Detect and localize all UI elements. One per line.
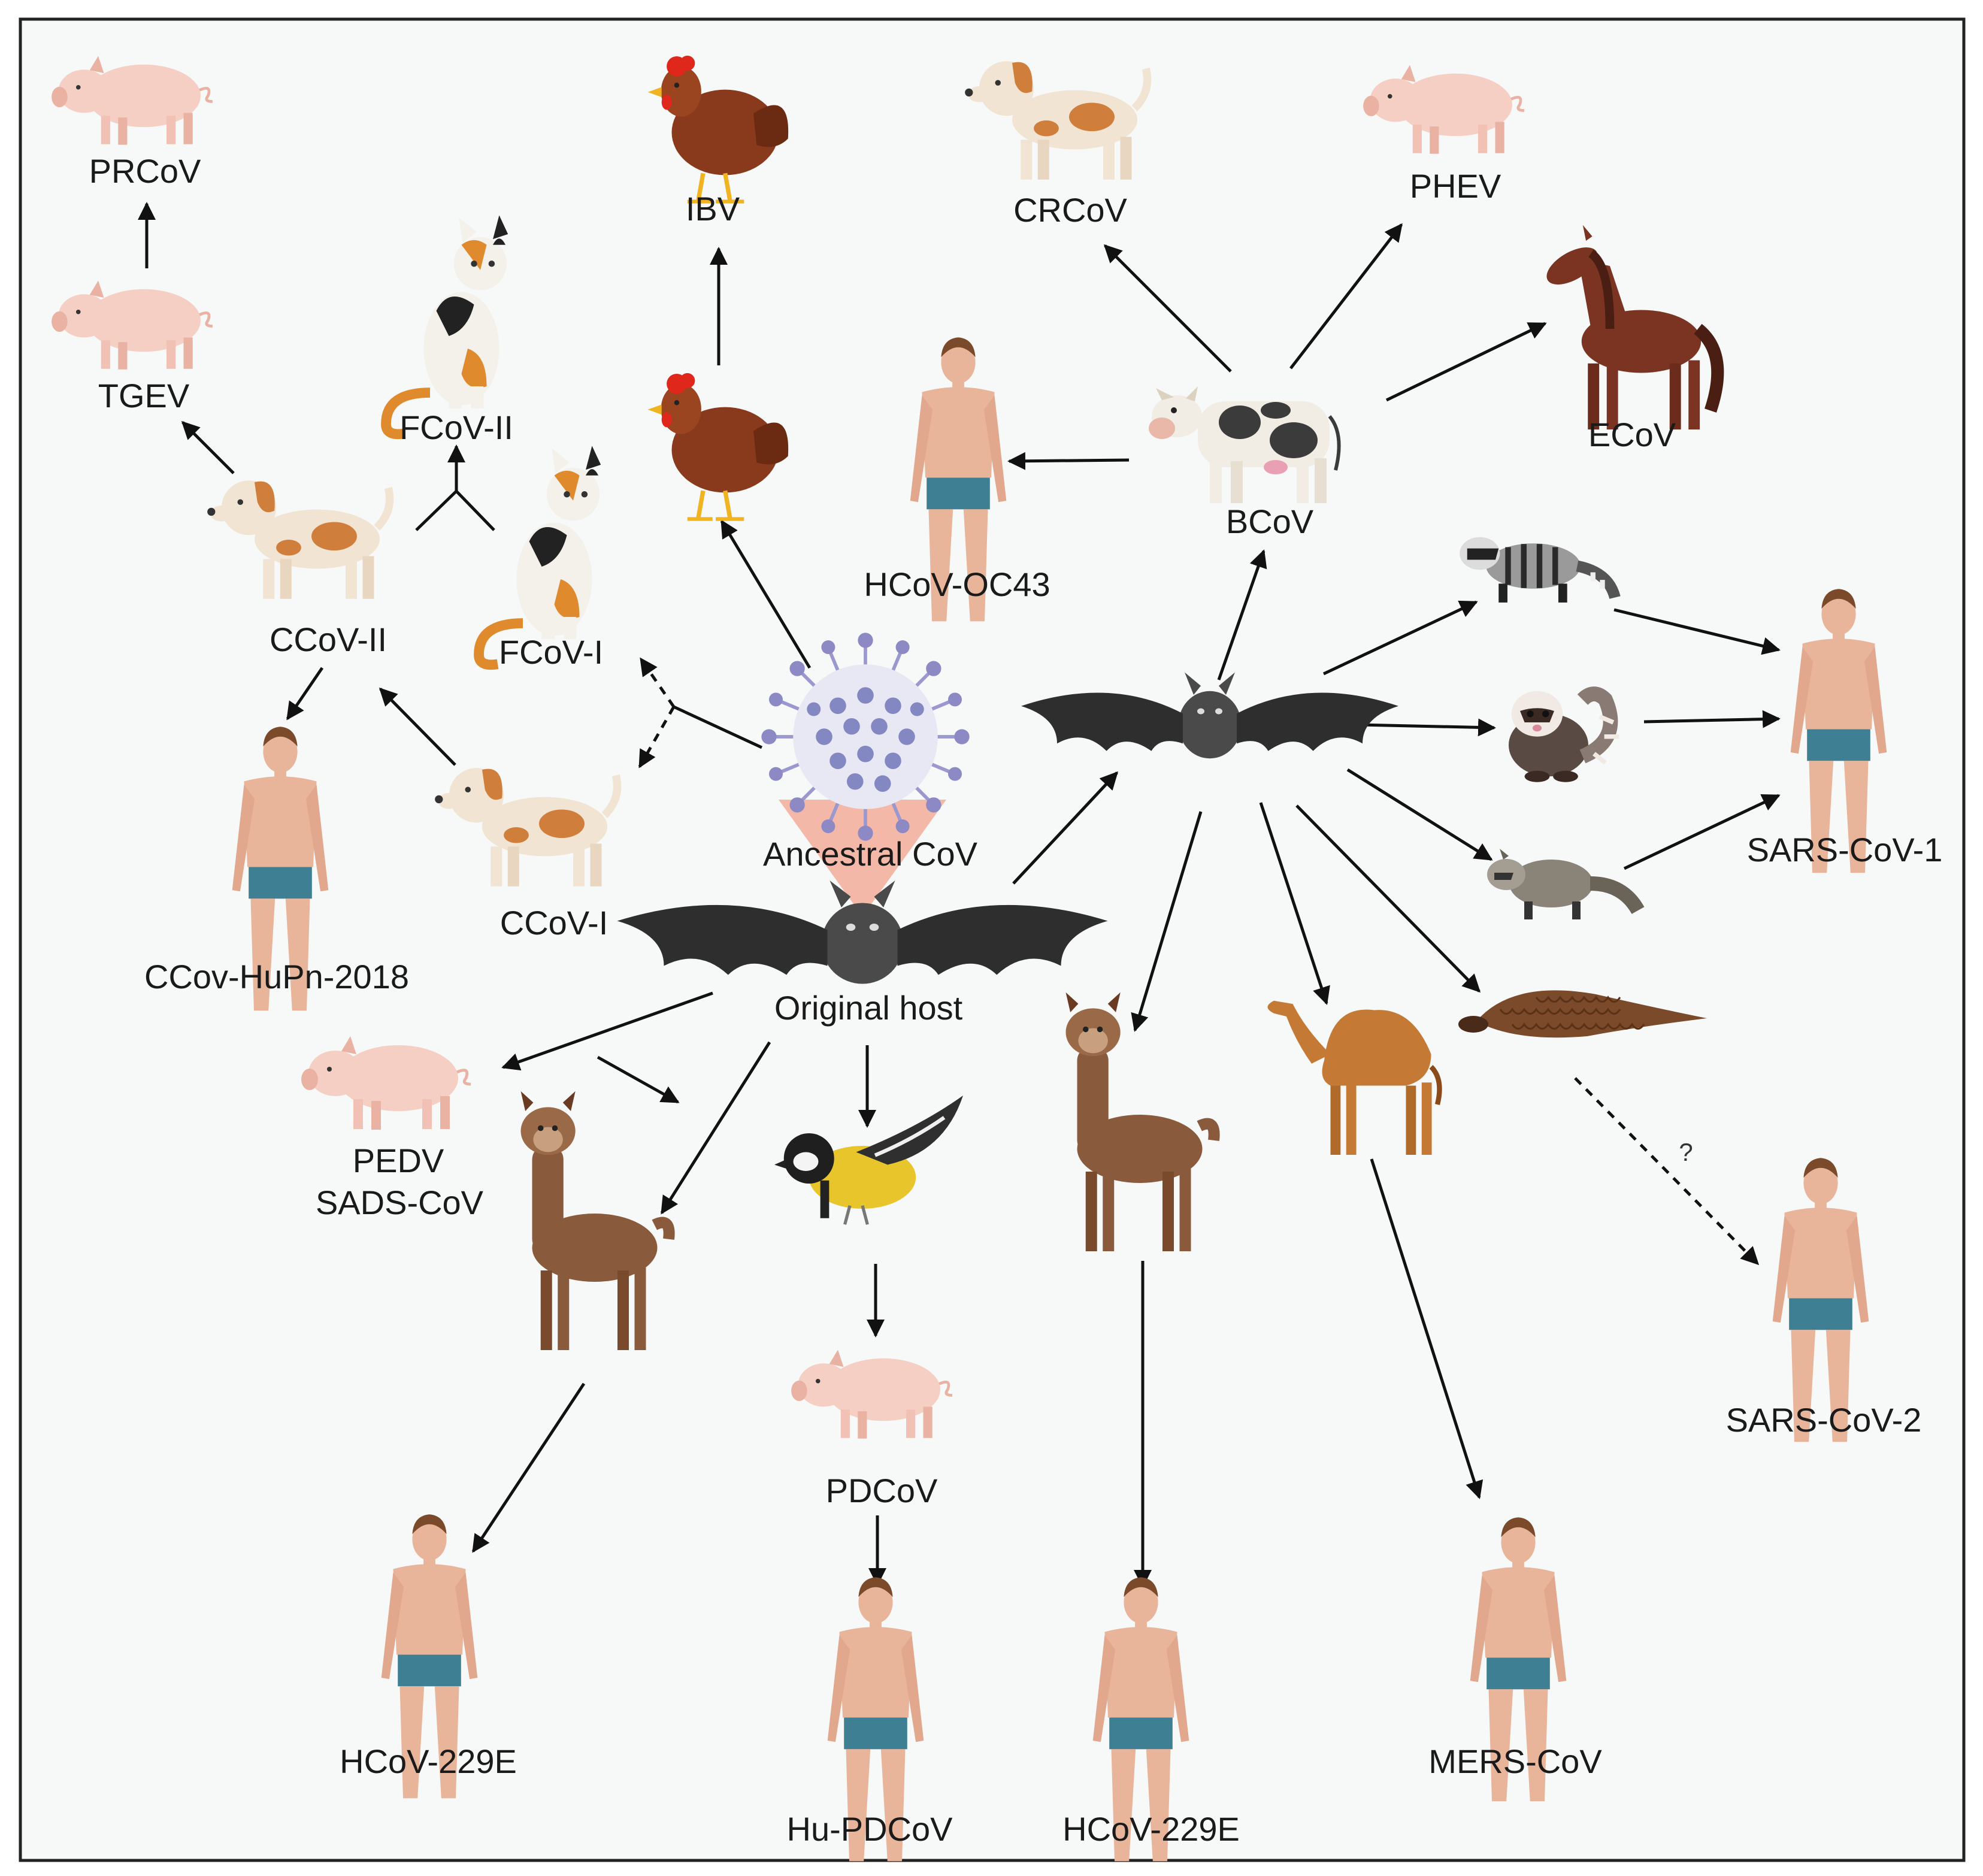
dashed-to-fcovi xyxy=(639,657,676,708)
label-fcov-i: FCoV-I xyxy=(499,633,603,671)
arrow-origin-to-alpaca xyxy=(660,1041,771,1215)
arrow-ccovii-to-human xyxy=(286,667,324,721)
arrow-virus-to-chicken xyxy=(720,519,812,669)
label-ecov: ECoV xyxy=(1588,416,1676,453)
arrow-bat-to-camel xyxy=(1259,802,1330,1005)
label-ccov-hupn: CCov-HuPn-2018 xyxy=(144,958,409,996)
node-labels: PRCoV TGEV IBV CRCoV PHEV ECoV FCoV-II F… xyxy=(89,152,1943,1848)
label-sars1: SARS-CoV-1 xyxy=(1747,831,1943,869)
arrow-pangolin-to-sars2 xyxy=(1574,1077,1760,1266)
label-bcov: BCoV xyxy=(1226,503,1314,540)
label-sars2: SARS-CoV-2 xyxy=(1726,1401,1922,1439)
arrow-bat-to-bcov xyxy=(1217,549,1267,680)
label-pedv: PEDV xyxy=(353,1142,444,1179)
arrow-civet-to-human xyxy=(1613,608,1781,655)
label-hcov-229e-mid: HCoV-229E xyxy=(1062,1810,1240,1848)
arrow-origin-to-bat xyxy=(1012,771,1119,885)
arrow-camel-to-human xyxy=(1370,1158,1484,1499)
arrow-ccovi-to-ccovii xyxy=(379,687,456,766)
label-tgev: TGEV xyxy=(98,377,190,414)
label-ancestral: Ancestral CoV xyxy=(763,835,978,873)
label-hu-pdcov: Hu-PDCoV xyxy=(787,1810,953,1848)
label-pdcov: PDCoV xyxy=(826,1472,938,1509)
arrow-virus-to-dashed xyxy=(673,705,763,749)
label-prcov: PRCoV xyxy=(89,152,201,190)
label-mers: MERS-CoV xyxy=(1428,1742,1602,1780)
arrow-bcov-to-human xyxy=(1007,452,1130,470)
label-ccov-ii: CCoV-II xyxy=(270,621,387,658)
label-ibv: IBV xyxy=(686,190,740,228)
arrow-bat-to-ferret xyxy=(1359,718,1496,737)
transmission-arrows xyxy=(138,202,1781,1588)
label-fcov-ii: FCoV-II xyxy=(399,409,513,446)
arrow-bat-to-raccoon xyxy=(1346,768,1493,861)
dashed-to-ccovi xyxy=(638,706,676,768)
arrow-bat-to-pangolin xyxy=(1295,804,1481,993)
label-hcov-229e-left: HCoV-229E xyxy=(340,1742,517,1780)
label-crcov: CRCoV xyxy=(1013,191,1127,229)
arrow-bat-to-alpaca xyxy=(1131,811,1203,1032)
arrow-raccoon-to-human xyxy=(1623,794,1781,870)
arrow-bcov-to-ecov xyxy=(1385,322,1547,402)
virus-icon xyxy=(761,633,969,840)
label-sads: SADS-CoV xyxy=(316,1184,484,1221)
arrow-ccovii-to-tgev xyxy=(181,420,235,474)
arrow-alpaca-to-human-left xyxy=(471,1382,586,1553)
arrow-ferret-to-human xyxy=(1643,710,1781,728)
label-original-host: Original host xyxy=(774,989,963,1027)
label-question: ? xyxy=(1679,1138,1693,1166)
arrow-origin-to-pig-2 xyxy=(597,1055,680,1104)
arrow-origin-to-pig xyxy=(501,991,713,1071)
arrow-bcov-to-crcov xyxy=(1103,244,1232,373)
label-hcov-oc43: HCoV-OC43 xyxy=(864,565,1050,603)
arrow-bat-to-civet xyxy=(1322,600,1478,676)
arrow-bcov-to-phev xyxy=(1289,223,1403,370)
label-phev: PHEV xyxy=(1410,167,1501,205)
label-ccov-i: CCoV-I xyxy=(500,904,608,942)
